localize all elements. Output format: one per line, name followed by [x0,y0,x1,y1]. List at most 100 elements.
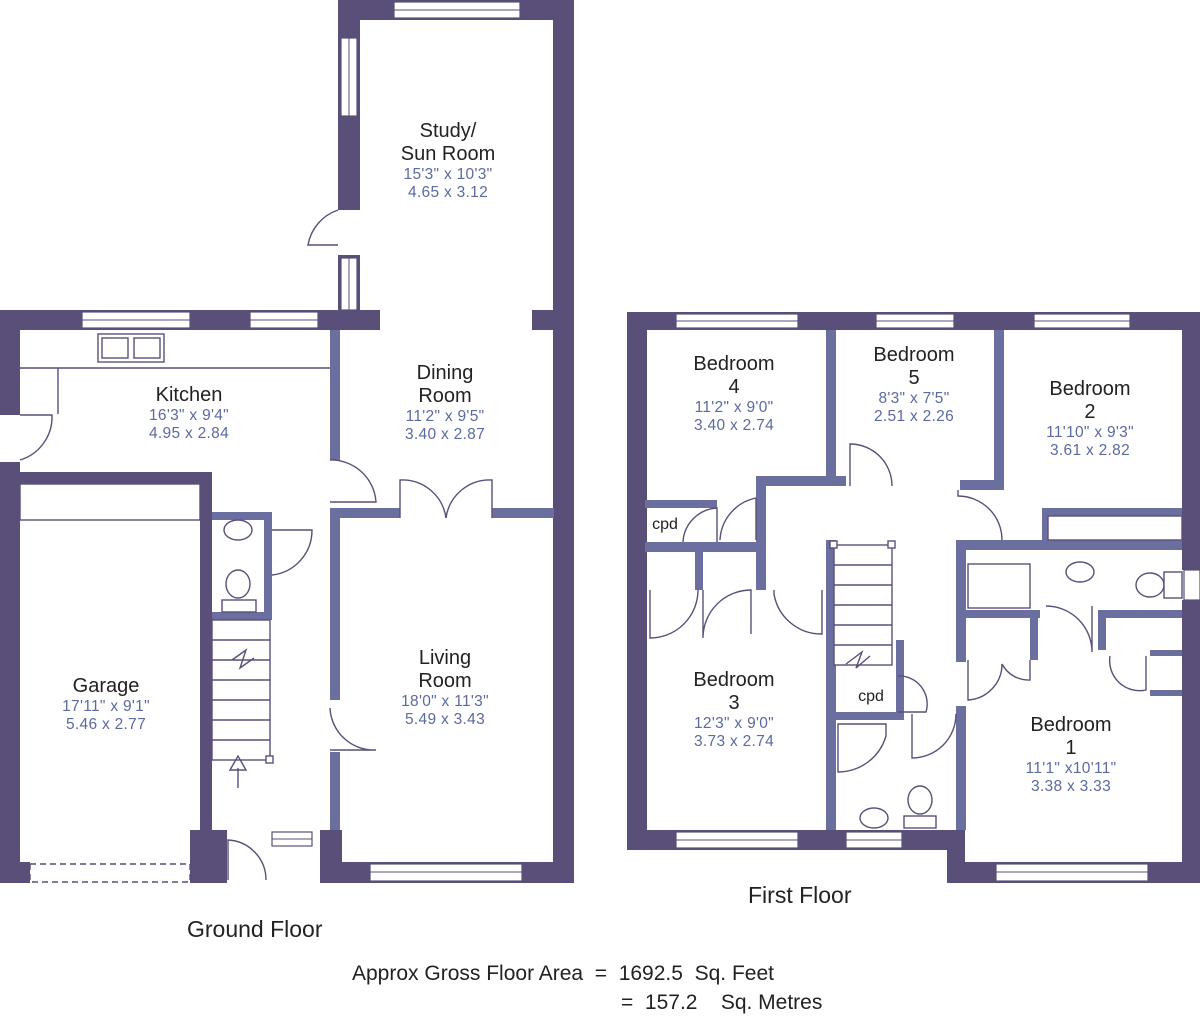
ground-floor-title: Ground Floor [187,916,323,942]
wall [532,310,574,330]
basin [223,519,253,541]
room-name: Room [418,670,472,692]
cupboard-label: cpd [858,688,884,705]
room-dimensions-imperial: 12'3" x 9'0" [694,715,774,732]
room-label-garage: Garage 17'11" x 9'1" 5.46 x 2.77 [62,675,150,734]
room-name: Sun Room [400,143,496,165]
room-label-bedroom2: Bedroom 2 11'10" x 9'3" 3.61 x 2.82 [1046,378,1134,460]
room-name: Study/ [419,120,477,142]
room-name: 1 [1065,737,1077,759]
wall [0,862,30,883]
wall [956,706,966,830]
wardrobe [1047,515,1183,541]
first-floor-title: First Floor [748,882,852,908]
room-label-living: Living Room 18'0" x 11'3" 5.49 x 3.43 [401,647,489,729]
room-dimensions-imperial: 17'11" x 9'1" [62,698,150,715]
room-name: 4 [728,376,740,398]
cupboard-label: cpd [652,516,678,533]
wall [264,512,272,616]
wall [1042,508,1182,516]
door [19,414,53,461]
wall [553,0,574,330]
room-dimensions-imperial: 11'2" x 9'0" [694,399,774,416]
garage-worktop [19,483,201,521]
door [702,589,752,639]
toilet [225,569,251,599]
door [399,479,447,519]
wall [826,330,836,480]
wall [200,484,212,834]
toilet [907,785,933,815]
wall [330,508,400,518]
wall [956,550,966,662]
room-name: Bedroom [1049,378,1131,400]
garage-door [29,863,191,883]
wall [645,500,717,508]
worktop [20,367,330,414]
window [1183,569,1200,601]
wall [1098,610,1106,650]
wall [956,540,1182,550]
wall [695,552,703,590]
wall [0,472,212,484]
wall [1150,650,1182,656]
room-label-study: Study/ Sun Room 15'3" x 10'3" 4.65 x 3.1… [401,120,496,202]
door [649,589,699,639]
room-name: Room [418,385,472,407]
room-name: Garage [72,675,140,697]
room-dimensions-metric: 3.40 x 2.87 [405,425,485,443]
shower-tray [967,563,1031,609]
gross-area-line-2: = 157.2 Sq. Metres [621,991,823,1014]
door [967,660,1003,701]
wall [1098,610,1182,618]
room-dimensions-metric: 5.49 x 3.43 [404,710,485,728]
room-label-dining: Dining Room 11'2" x 9'5" 3.40 x 2.87 [405,362,485,444]
wall [190,830,227,883]
door [329,707,377,751]
room-dimensions-metric: 3.40 x 2.74 [694,416,774,434]
room-dimensions-imperial: 11'1" x10'11" [1025,760,1117,777]
room-label-kitchen: Kitchen 16'3" x 9'4" 4.95 x 2.84 [149,384,229,443]
wall [1182,600,1200,883]
wall [330,330,340,460]
wall [756,476,766,552]
room-label-bedroom1: Bedroom 1 11'1" x10'11" 3.38 x 3.33 [1026,714,1117,796]
wall [826,540,836,830]
shower-tray [837,723,887,773]
room-dimensions-imperial: 11'10" x 9'3" [1046,424,1134,441]
door [1045,605,1093,653]
wall [627,312,647,850]
door [682,507,718,543]
wall [1150,690,1182,696]
gross-area-line-1: Approx Gross Floor Area = 1692.5 Sq. Fee… [352,962,774,985]
wall [994,330,1004,488]
staircase [211,619,274,764]
wall [0,310,20,415]
toilet [1163,571,1183,599]
basin [859,807,889,829]
room-dimensions-imperial: 16'3" x 9'4" [149,407,229,424]
room-name: 3 [728,692,740,714]
room-name: 2 [1084,401,1096,423]
room-name: Bedroom [693,353,775,375]
door [445,479,493,519]
room-dimensions-metric: 3.73 x 2.74 [694,732,774,750]
room-label-bedroom3: Bedroom 3 12'3" x 9'0" 3.73 x 2.74 [693,669,774,751]
room-dimensions-imperial: 8'3" x 7'5" [878,390,950,407]
wall [645,542,757,552]
room-dimensions-imperial: 11'2" x 9'5" [405,408,485,425]
wall [896,640,904,720]
room-dimensions-metric: 4.65 x 3.12 [408,183,488,201]
room-dimensions-metric: 2.51 x 2.26 [874,407,954,425]
room-dimensions-metric: 3.38 x 3.33 [1030,777,1111,795]
door [911,713,957,759]
room-name: Bedroom [873,344,955,366]
room-dimensions-imperial: 15'3" x 10'3" [403,166,493,183]
room-name: Living [418,647,472,669]
door [897,675,928,713]
room-name: Dining [416,362,474,384]
room-name: Kitchen [155,384,223,406]
door [1001,660,1031,681]
wall [1042,508,1048,550]
basin [1065,561,1095,583]
